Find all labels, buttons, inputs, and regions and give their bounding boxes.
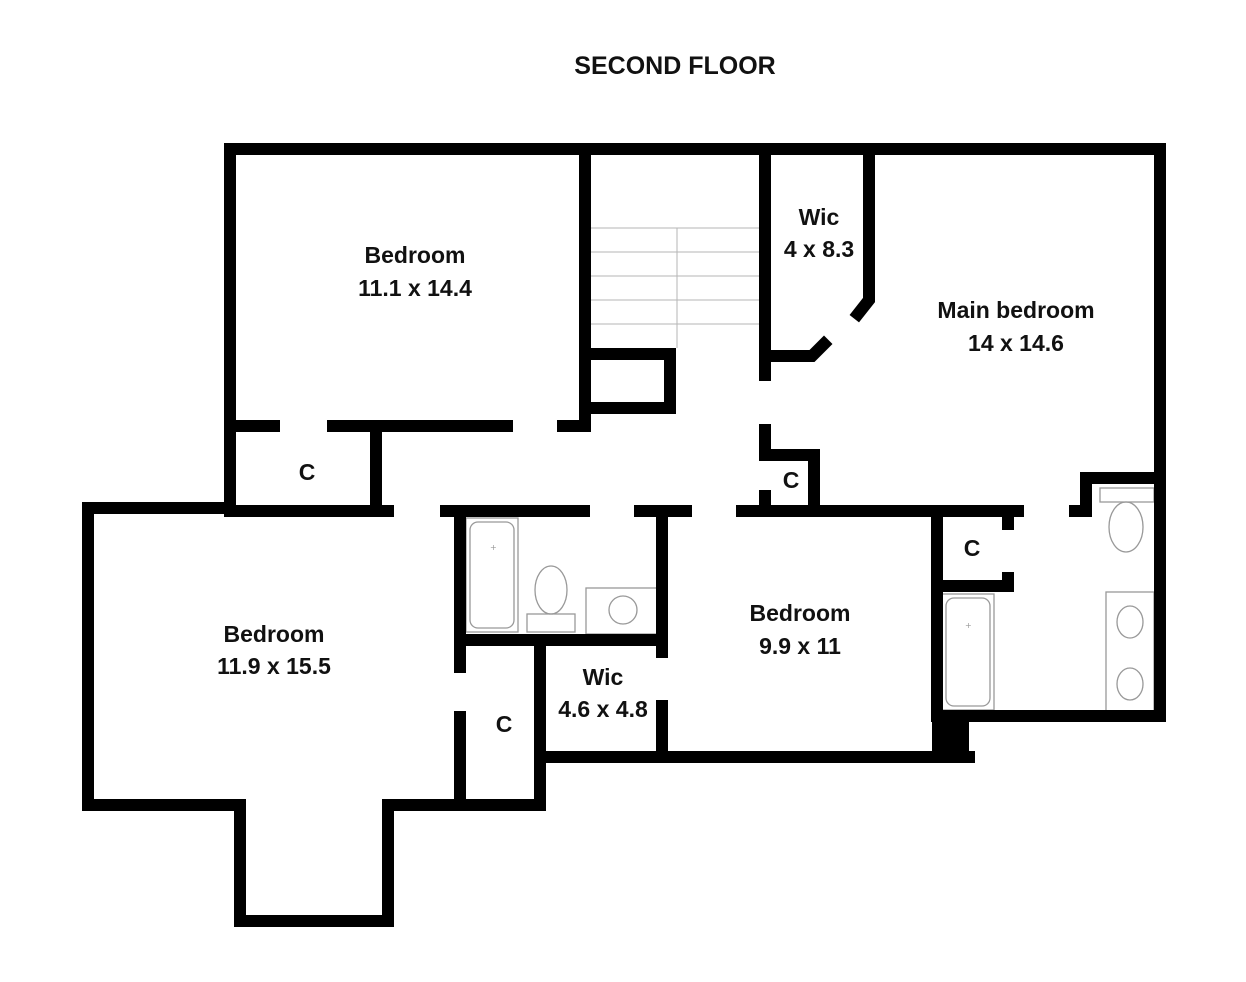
- staircase: [590, 227, 762, 348]
- closet-label: C: [299, 459, 316, 485]
- room-name: Bedroom: [750, 600, 851, 626]
- room-size: 4 x 8.3: [784, 236, 854, 262]
- svg-text:+: +: [490, 543, 497, 552]
- room-name: Bedroom: [224, 621, 325, 647]
- room-size: 14 x 14.6: [968, 330, 1064, 356]
- closet-label: C: [964, 535, 981, 561]
- room-name: Wic: [799, 204, 840, 230]
- master-bathtub: +: [941, 593, 995, 711]
- room-bedroom-sw: Bedroom 11.9 x 15.5: [217, 621, 331, 679]
- hall-toilet: [526, 565, 576, 633]
- room-name: Bedroom: [365, 242, 466, 268]
- closet-label: C: [496, 711, 513, 737]
- closet-label: C: [783, 467, 800, 493]
- master-vanity: [1105, 591, 1155, 713]
- room-size: 4.6 x 4.8: [558, 696, 648, 722]
- room-size: 9.9 x 11: [759, 633, 841, 659]
- room-size: 11.9 x 15.5: [217, 653, 331, 679]
- room-bedroom-mid: Bedroom 9.9 x 11: [750, 600, 851, 659]
- room-bedroom-nw: Bedroom 11.1 x 14.4: [358, 242, 472, 301]
- walls: [82, 143, 1166, 927]
- master-toilet: [1099, 487, 1155, 553]
- hall-sink: [585, 587, 659, 635]
- room-name: Wic: [583, 664, 624, 690]
- floor-title: SECOND FLOOR: [574, 52, 775, 80]
- hall-bathtub: +: [465, 517, 519, 633]
- room-wic-north: Wic 4 x 8.3: [784, 204, 854, 262]
- room-main-bedroom: Main bedroom 14 x 14.6: [937, 297, 1094, 356]
- room-wic-south: Wic 4.6 x 4.8: [558, 664, 648, 722]
- room-size: 11.1 x 14.4: [358, 275, 472, 301]
- room-name: Main bedroom: [937, 297, 1094, 323]
- svg-text:+: +: [965, 621, 972, 630]
